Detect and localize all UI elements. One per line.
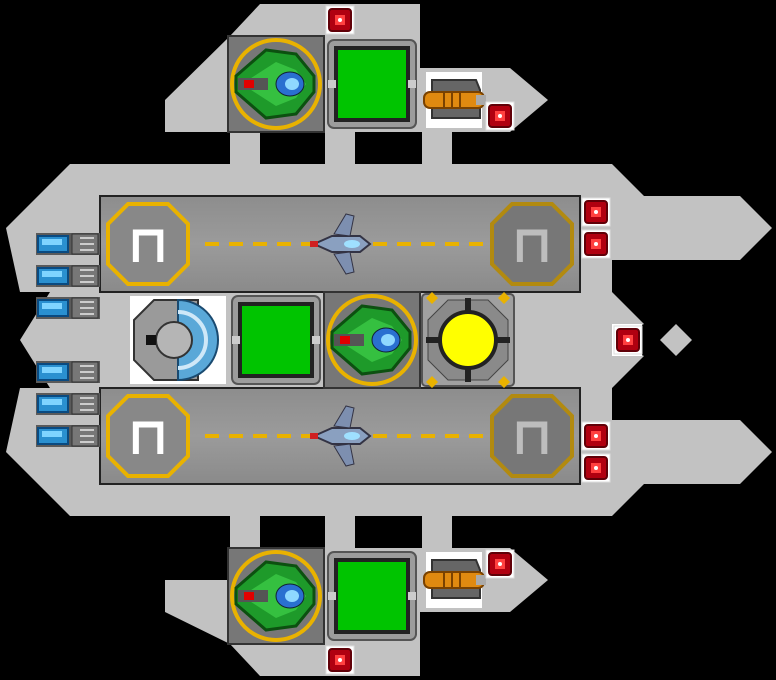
landing-pad-icon[interactable]: ⊓ <box>490 202 574 286</box>
landing-pad-glyph: ⊓ <box>511 215 552 275</box>
fighter-icon[interactable] <box>230 550 322 642</box>
mine-icon[interactable] <box>581 197 611 227</box>
mine-icon[interactable] <box>581 229 611 259</box>
turret-icon[interactable] <box>423 71 487 129</box>
mine-icon[interactable] <box>613 325 643 355</box>
mine-icon[interactable] <box>485 101 515 131</box>
thruster-icon[interactable] <box>35 296 101 320</box>
green-pad-icon[interactable] <box>231 295 321 385</box>
reactor-icon[interactable] <box>421 292 515 388</box>
landing-pad-glyph: ⊓ <box>127 407 168 467</box>
landing-pad-icon[interactable]: ⊓ <box>490 394 574 478</box>
green-pad-icon[interactable] <box>327 551 417 641</box>
mine-icon[interactable] <box>485 549 515 579</box>
thruster-icon[interactable] <box>35 392 101 416</box>
hull-diamond-marker <box>660 324 692 356</box>
green-pad-icon[interactable] <box>327 39 417 129</box>
mine-icon[interactable] <box>581 453 611 483</box>
landing-pad-glyph: ⊓ <box>511 407 552 467</box>
landing-pad-icon[interactable]: ⊓ <box>106 202 190 286</box>
landing-pad-glyph: ⊓ <box>127 215 168 275</box>
landing-pad-icon[interactable]: ⊓ <box>106 394 190 478</box>
turret-icon[interactable] <box>423 551 487 609</box>
thruster-icon[interactable] <box>35 424 101 448</box>
fighter-icon[interactable] <box>230 38 322 130</box>
mine-icon[interactable] <box>325 5 355 35</box>
mine-icon[interactable] <box>325 645 355 675</box>
fighter-icon[interactable] <box>326 294 418 386</box>
mine-icon[interactable] <box>581 421 611 451</box>
thruster-icon[interactable] <box>35 232 101 256</box>
thruster-icon[interactable] <box>35 264 101 288</box>
shield-icon[interactable] <box>130 296 226 384</box>
thruster-icon[interactable] <box>35 360 101 384</box>
